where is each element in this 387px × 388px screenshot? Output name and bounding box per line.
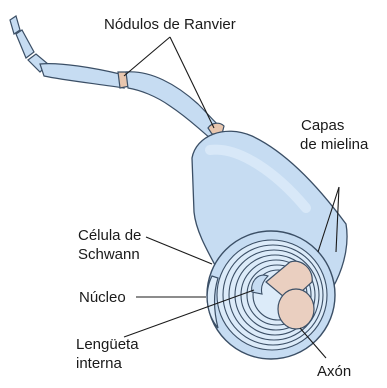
label-nucleus: Núcleo bbox=[79, 289, 126, 306]
label-myelin-layers-line1: Capas bbox=[301, 117, 344, 134]
label-schwann-cell-line2: Schwann bbox=[78, 246, 140, 263]
myelin-internode-1 bbox=[40, 64, 124, 88]
label-myelin-layers-line2: de mielina bbox=[300, 136, 369, 153]
label-schwann-cell-line1: Célula de bbox=[78, 227, 141, 244]
label-nodes-of-ranvier: Nódulos de Ranvier bbox=[104, 16, 236, 33]
label-axon: Axón bbox=[317, 363, 351, 380]
label-inner-tongue-line2: interna bbox=[76, 355, 123, 372]
myelin-layers-cross-section bbox=[207, 231, 335, 359]
label-inner-tongue-line1: Lengüeta bbox=[76, 336, 139, 353]
